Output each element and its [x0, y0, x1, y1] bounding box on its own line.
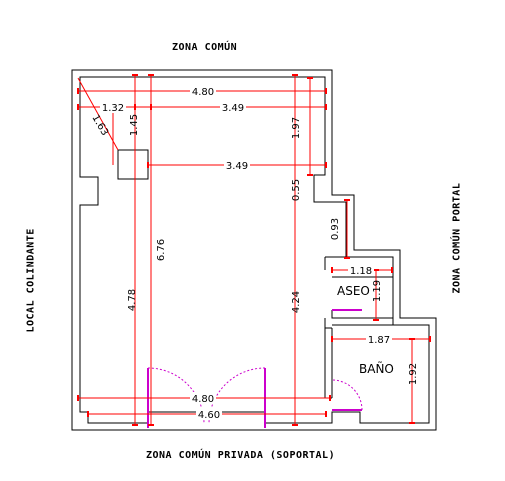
dim-bano-width: 1.87: [368, 335, 390, 346]
room-bano-label: BAÑO: [359, 362, 394, 376]
dim-bano-height: 1.92: [408, 363, 419, 385]
walls: [71, 69, 437, 431]
dim-col-to-right: 3.49: [222, 103, 244, 114]
inner-wall: [79, 76, 430, 424]
label-top-zone: ZONA COMÚN: [172, 42, 238, 53]
structural-column: [117, 149, 149, 180]
bano-door-swing: [331, 379, 363, 411]
dim-left-seg: 1.32: [102, 103, 124, 114]
label-right-zone: ZONA COMÚN PORTAL: [451, 182, 463, 294]
dim-right-upper: 1.97: [291, 117, 302, 139]
label-bottom-zone: ZONA COMÚN PRIVADA (SOPORTAL): [146, 450, 336, 461]
dim-bottom-inner: 4.60: [198, 410, 220, 421]
dim-right-height: 4.24: [291, 291, 302, 313]
dim-bottom-width: 4.80: [192, 394, 214, 405]
dim-col-height: 1.45: [129, 114, 140, 136]
dim-aseo-width: 1.18: [350, 266, 372, 277]
aseo-wall: [324, 256, 393, 399]
dim-top-width: 4.80: [192, 87, 214, 98]
dim-mid-width: 3.49: [226, 161, 248, 172]
dim-aseo-upper: 0.93: [330, 218, 341, 240]
dim-diag: 1.63: [89, 113, 110, 138]
dim-niche: 0.55: [291, 179, 302, 201]
dim-total-height: 6.76: [156, 239, 167, 261]
dim-left-height: 4.78: [127, 289, 138, 311]
room-aseo-label: ASEO: [337, 284, 370, 298]
label-left-zone: LOCAL COLINDANTE: [25, 228, 37, 333]
outer-wall: [71, 69, 437, 431]
dim-aseo-height: 1.19: [372, 280, 383, 302]
